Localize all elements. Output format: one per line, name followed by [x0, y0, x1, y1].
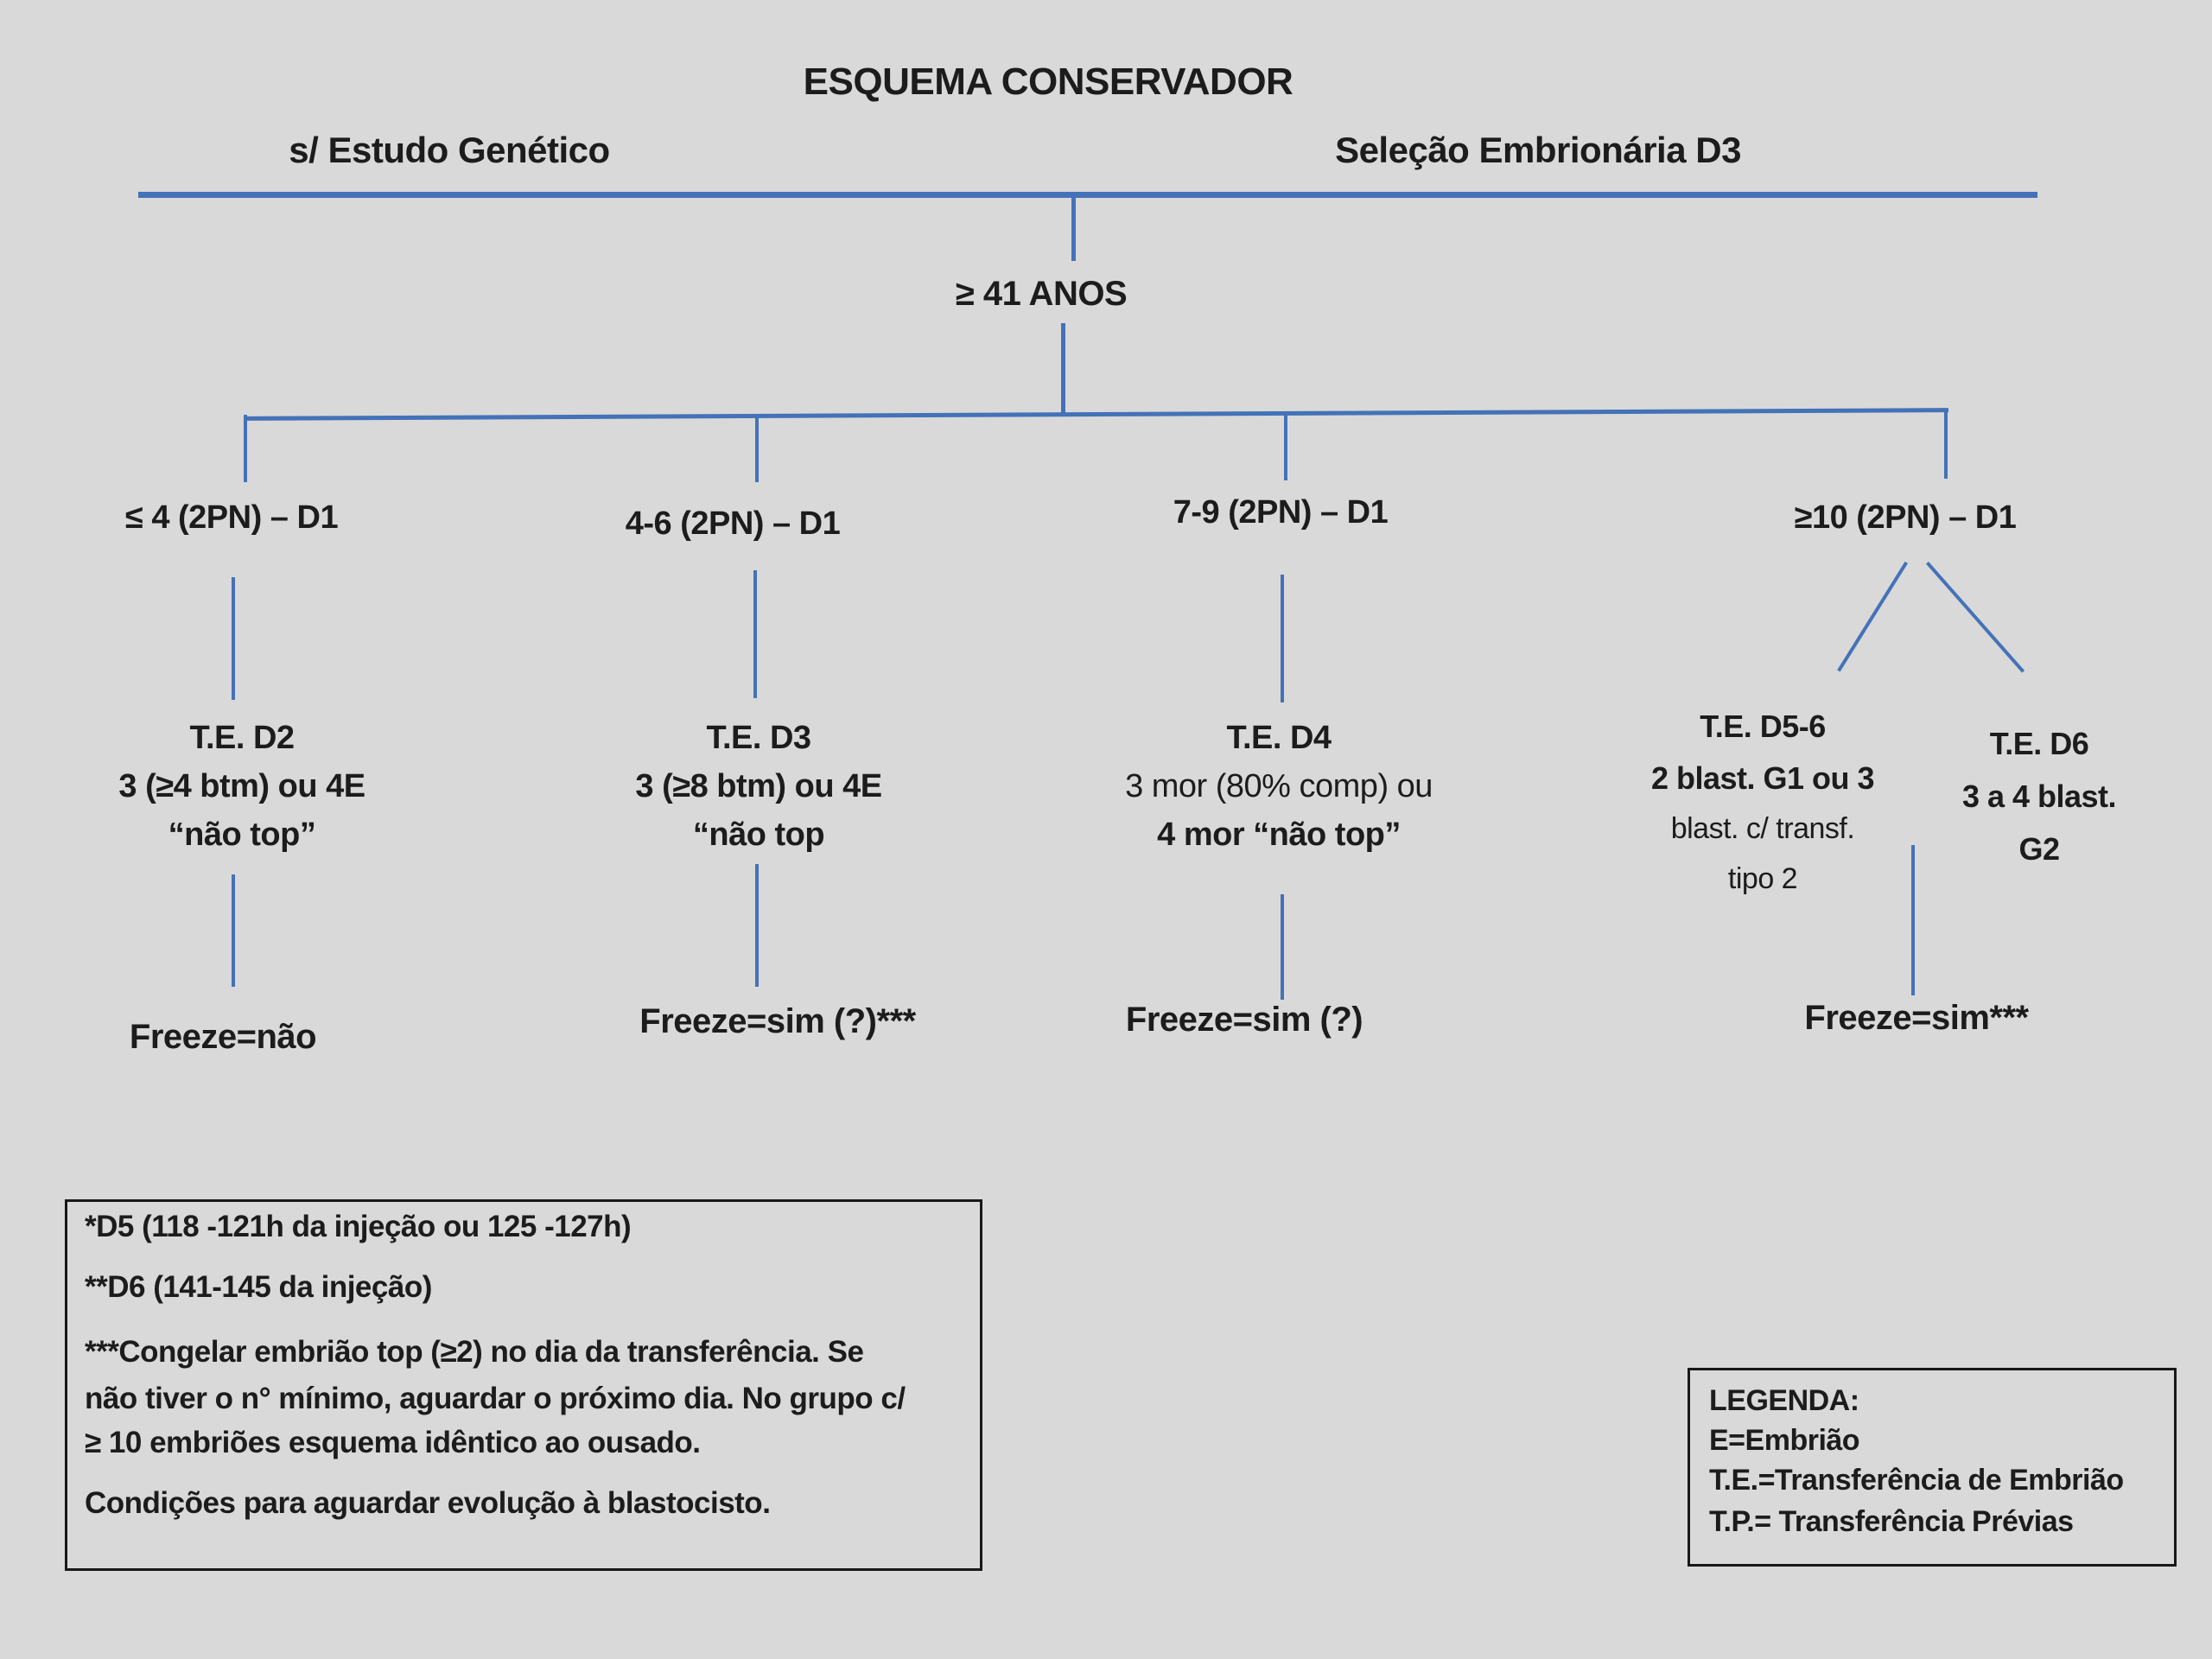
freeze-label-1: Freeze=não — [129, 1018, 317, 1056]
freeze-label-2: Freeze=sim (?)*** — [639, 1002, 916, 1040]
branch-label-1: ≤ 4 (2PN) – D1 — [124, 499, 339, 536]
te-node-1-line-1: T.E. D2 — [189, 720, 295, 756]
connector-branch-4-diagonal-right — [1925, 562, 2025, 673]
note-1: *D5 (118 -121h da injeção ou 125 -127h) — [85, 1210, 632, 1243]
connector-branch-2-top — [755, 415, 759, 482]
connector-branch-1-top — [244, 415, 247, 482]
connector-branch-3-top — [1284, 413, 1287, 480]
connector-branch-2-mid — [753, 570, 757, 698]
connector-root-bottom — [1061, 323, 1065, 415]
connector-root-top — [1071, 198, 1076, 261]
diagram-title: ESQUEMA CONSERVADOR — [803, 60, 1294, 103]
header-rule — [138, 192, 2037, 198]
freeze-label-4: Freeze=sim*** — [1804, 999, 2029, 1037]
connector-branch-4-diagonal-left — [1837, 561, 1908, 672]
te-node-4b-line-2: 3 a 4 blast. — [1961, 779, 2117, 814]
note-3-line-1: ***Congelar embrião top (≥2) no dia da t… — [85, 1335, 864, 1369]
branch-rule — [243, 408, 1949, 421]
te-node-4a-line-3: blast. c/ transf. — [1670, 812, 1855, 845]
connector-freeze-2 — [755, 864, 759, 987]
te-node-4a-line-2: 2 blast. G1 ou 3 — [1650, 760, 1875, 796]
legend-item-1: E=Embrião — [1709, 1424, 1860, 1457]
notes-box — [65, 1199, 982, 1571]
column-header-left: s/ Estudo Genético — [289, 130, 610, 170]
te-node-1-line-3: “não top” — [168, 817, 316, 853]
te-node-4b-line-1: T.E. D6 — [1989, 726, 2089, 761]
te-node-4a-line-4: tipo 2 — [1727, 862, 1798, 895]
connector-branch-4-top — [1944, 410, 1948, 479]
connector-freeze-1 — [232, 874, 235, 987]
te-node-2-line-2: 3 (≥8 btm) ou 4E — [635, 768, 882, 804]
legend-item-2: T.E.=Transferência de Embrião — [1709, 1464, 2124, 1497]
te-node-1-line-2: 3 (≥4 btm) ou 4E — [118, 768, 365, 804]
note-4: Condições para aguardar evolução à blast… — [85, 1486, 771, 1520]
te-node-3-line-2: 3 mor (80% comp) ou — [1125, 768, 1433, 804]
note-3-line-3: ≥ 10 embriões esquema idêntico ao ousado… — [85, 1426, 701, 1459]
connector-branch-3-mid — [1281, 575, 1284, 702]
legend-title: LEGENDA: — [1709, 1384, 1859, 1417]
branch-label-3: 7-9 (2PN) – D1 — [1173, 494, 1389, 531]
connector-freeze-3 — [1281, 894, 1284, 1000]
note-2: **D6 (141-145 da injeção) — [85, 1270, 432, 1304]
note-3-line-2: não tiver o n° mínimo, aguardar o próxim… — [85, 1382, 906, 1415]
legend-box — [1688, 1368, 2177, 1567]
legend-item-3: T.P.= Transferência Prévias — [1709, 1505, 2074, 1538]
column-header-right: Seleção Embrionária D3 — [1335, 130, 1741, 170]
te-node-2-line-1: T.E. D3 — [706, 720, 811, 756]
te-node-4b-line-3: G2 — [2018, 831, 2060, 867]
te-node-4a-line-1: T.E. D5-6 — [1700, 709, 1826, 744]
te-node-3-line-1: T.E. D4 — [1226, 720, 1332, 756]
connector-freeze-4 — [1911, 845, 1915, 995]
te-node-2-line-3: “não top — [692, 817, 825, 853]
branch-label-2: 4-6 (2PN) – D1 — [625, 505, 841, 542]
te-node-3-line-3: 4 mor “não top” — [1157, 817, 1401, 853]
branch-label-4: ≥10 (2PN) – D1 — [1794, 499, 2017, 536]
root-node-label: ≥ 41 ANOS — [955, 275, 1128, 313]
freeze-label-3: Freeze=sim (?) — [1125, 1001, 1363, 1039]
connector-branch-1-mid — [232, 577, 235, 700]
